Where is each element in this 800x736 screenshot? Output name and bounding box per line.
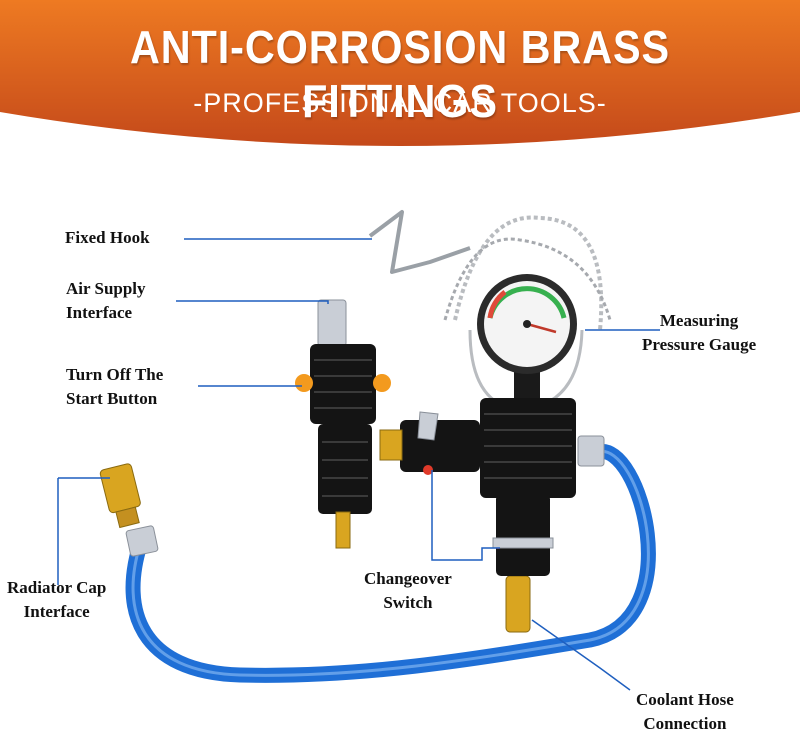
label-turn-off-line2: Start Button xyxy=(66,389,158,408)
label-fixed-hook-text: Fixed Hook xyxy=(65,228,150,247)
chain xyxy=(453,215,604,331)
start-button-block xyxy=(310,344,376,424)
hose-end-fitting xyxy=(577,435,605,467)
air-supply-coupler xyxy=(317,299,347,347)
start-button-left xyxy=(295,374,313,392)
label-changeover-line1: Changeover xyxy=(364,569,452,588)
banner-subtitle: -PROFESSIONAL CAR TOOLS- xyxy=(193,88,607,118)
label-fixed-hook: Fixed Hook xyxy=(65,226,150,250)
left-lower-block xyxy=(318,424,372,514)
label-changeover: Changeover Switch xyxy=(364,567,452,615)
main-block xyxy=(480,398,576,498)
header-banner: ANTI-CORROSION BRASS FITTINGS -PROFESSIO… xyxy=(0,0,800,160)
label-coolant-hose-line2: Connection xyxy=(643,714,727,733)
fixed-hook xyxy=(368,210,471,274)
label-radiator-cap: Radiator Cap Interface xyxy=(7,576,106,624)
radiator-cap-fitting xyxy=(99,463,141,529)
banner-background xyxy=(0,0,800,146)
changeover-valve-handle xyxy=(417,411,439,441)
label-turn-off: Turn Off The Start Button xyxy=(66,363,163,411)
banner-title: ANTI-CORROSION BRASS FITTINGS xyxy=(129,21,671,127)
lower-block xyxy=(496,494,550,576)
label-coolant-hose: Coolant Hose Connection xyxy=(636,688,734,736)
label-measuring: Measuring Pressure Gauge xyxy=(642,309,756,357)
start-button-right xyxy=(373,374,391,392)
label-radiator-cap-line1: Radiator Cap xyxy=(7,578,107,597)
label-radiator-cap-line2: Interface xyxy=(23,602,90,621)
label-changeover-line2: Switch xyxy=(383,593,433,612)
leader-lines xyxy=(57,238,660,691)
label-air-supply: Air Supply Interface xyxy=(66,277,146,325)
hose-ferrule xyxy=(125,525,159,557)
label-air-supply-line1: Air Supply xyxy=(66,279,146,298)
changeover-switch-body xyxy=(400,420,480,472)
coolant-hose-fitting xyxy=(505,575,531,633)
label-measuring-line2: Pressure Gauge xyxy=(642,335,757,354)
label-turn-off-line1: Turn Off The xyxy=(66,365,164,384)
label-coolant-hose-line1: Coolant Hose xyxy=(636,690,734,709)
label-measuring-line1: Measuring xyxy=(659,311,739,330)
left-brass-nipple xyxy=(335,511,351,549)
label-air-supply-line2: Interface xyxy=(66,303,133,322)
